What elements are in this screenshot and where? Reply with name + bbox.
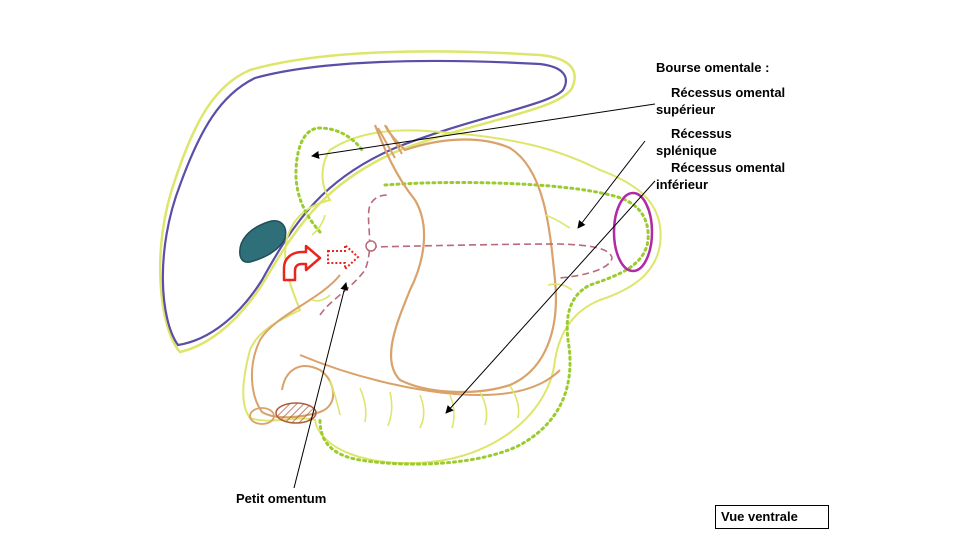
label-recessus-superieur-2: supérieur — [656, 102, 716, 117]
duodenum — [250, 274, 341, 419]
label-bourse-omentale: Bourse omentale : — [656, 60, 770, 75]
duodenum-end — [249, 407, 275, 425]
label-petit-omentum: Petit omentum — [236, 491, 327, 506]
label-recessus-inferieur-2: inférieur — [656, 177, 709, 192]
dotted-arrow-icon — [327, 242, 360, 272]
lesser-sac-dashed — [319, 194, 613, 316]
omentum-strands — [311, 214, 573, 429]
curved-arrow-icon — [282, 244, 322, 282]
gallbladder — [239, 220, 287, 263]
transverse-colon — [299, 354, 561, 397]
label-recessus-superieur-1: Récessus omental — [671, 85, 786, 100]
leader-petit-omentum — [293, 282, 349, 489]
label-recessus-inferieur-1: Récessus omental — [671, 160, 786, 175]
leader-recessus-inferieur — [445, 180, 656, 414]
epiploic-foramen — [365, 240, 377, 252]
label-recessus-splenique-2: splénique — [656, 143, 717, 158]
spleen — [612, 191, 654, 273]
omental-bursa-boundary-lower — [318, 180, 650, 466]
omental-bursa-boundary — [294, 126, 364, 234]
pancreas-head — [275, 402, 317, 424]
liver-outline — [161, 59, 567, 347]
esophagus — [377, 125, 403, 159]
label-recessus-splenique-1: Récessus — [671, 126, 732, 141]
leader-recessus-splenique — [577, 140, 646, 229]
stomach — [373, 124, 557, 394]
view-label: Vue ventrale — [715, 505, 829, 529]
liver-peritoneum-outline — [158, 50, 576, 354]
leader-recessus-superieur — [311, 103, 656, 159]
